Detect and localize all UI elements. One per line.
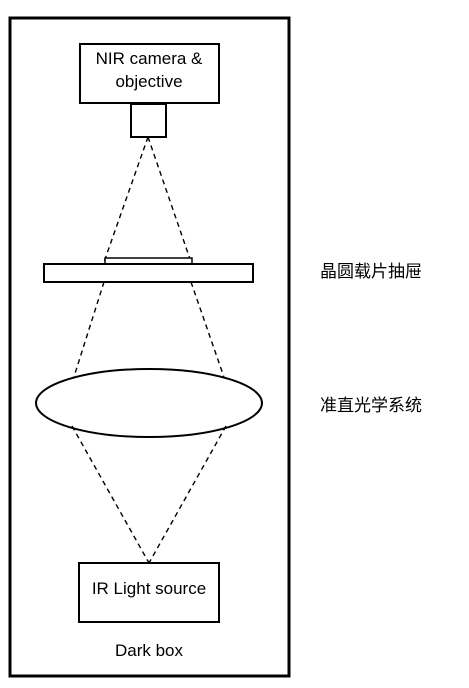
light-source-label: IR Light source xyxy=(92,579,206,598)
objective-lens xyxy=(130,103,167,138)
dark-box-label: Dark box xyxy=(115,641,184,660)
beam-lower-right xyxy=(148,425,227,564)
camera-label-line2: objective xyxy=(115,72,182,91)
dark-box-frame xyxy=(8,16,291,678)
beam-lower-left xyxy=(71,425,150,564)
collimation-optics-annotation: 准直光学系统 xyxy=(320,396,422,416)
camera-label-line1: NIR camera & xyxy=(96,49,203,68)
beam-upper-left xyxy=(103,136,149,263)
light-source-box xyxy=(78,562,220,623)
beam-upper-right xyxy=(147,136,192,263)
wafer-drawer xyxy=(43,263,254,283)
beam-mid-right xyxy=(190,281,227,384)
collimating-lens xyxy=(35,368,263,438)
wafer-drawer-annotation: 晶圆载片抽屉 xyxy=(320,262,422,282)
beam-mid-left xyxy=(71,281,105,384)
